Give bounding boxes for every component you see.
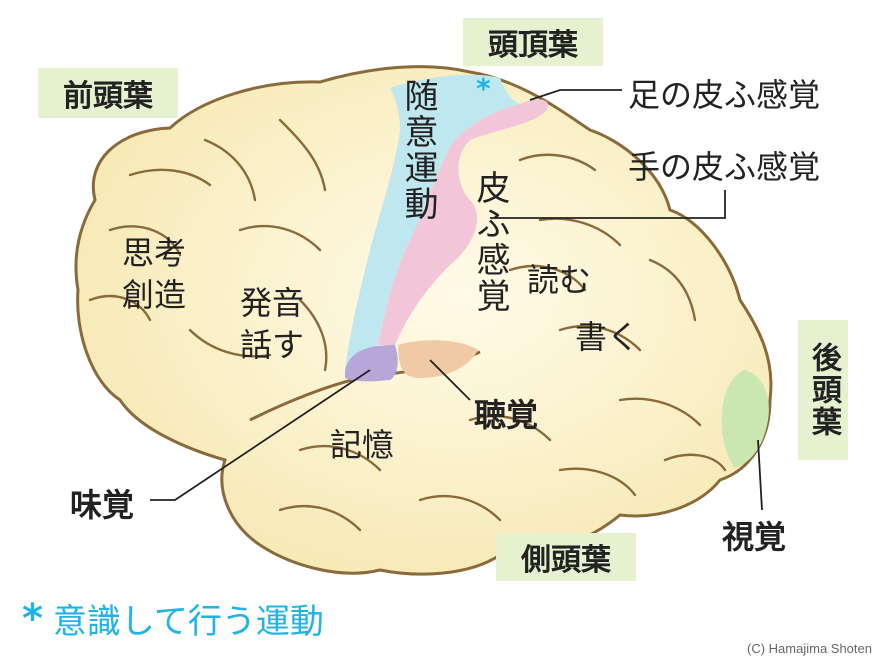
motor-asterisk: *	[476, 72, 491, 105]
callout-lines	[150, 89, 763, 511]
footnote-text: 意識して行う運動	[52, 602, 324, 642]
vision-callout: 視覚	[722, 518, 787, 556]
hand-skin-line	[490, 190, 726, 219]
thinking-label: 思考	[122, 234, 187, 272]
foot-skin-line	[529, 89, 622, 101]
hearing-line	[429, 359, 471, 401]
taste-line	[150, 369, 371, 501]
frontal-lobe-label: 前頭葉	[38, 68, 178, 118]
foot-skin-callout: 足の皮ふ感覚	[628, 76, 821, 114]
creation-label: 創造	[122, 276, 187, 314]
speech-label-2: 話す	[240, 326, 305, 364]
voluntary-motor-label: 随意運動	[398, 78, 438, 222]
writing-label: 書く	[575, 318, 640, 356]
gyri-lines	[88, 118, 727, 532]
occipital-lobe-label: 後頭葉	[798, 320, 848, 460]
taste-callout: 味覚	[70, 486, 135, 524]
memory-label: 記憶	[330, 426, 395, 464]
hearing-area	[398, 340, 478, 378]
parietal-lobe-label: 頭頂葉	[463, 18, 603, 66]
motor-area	[345, 74, 520, 371]
temporal-lobe-label: 側頭葉	[496, 533, 636, 581]
brain-outline	[74, 65, 773, 576]
hearing-callout: 聴覚	[474, 396, 539, 434]
vision-area	[721, 370, 769, 468]
asterisk-icon: *	[22, 595, 43, 642]
speech-label-1: 発音	[240, 284, 305, 322]
hand-skin-callout: 手の皮ふ感覚	[628, 148, 821, 186]
somatosensory-label: 皮ふ感覚	[470, 170, 510, 314]
sensory-area	[378, 99, 549, 346]
copyright: (C) Hamajima Shoten	[747, 641, 872, 656]
taste-area	[345, 345, 398, 382]
reading-label: 読む	[527, 261, 592, 299]
footnote: * 意識して行う運動	[22, 594, 324, 643]
vision-line	[757, 439, 763, 511]
